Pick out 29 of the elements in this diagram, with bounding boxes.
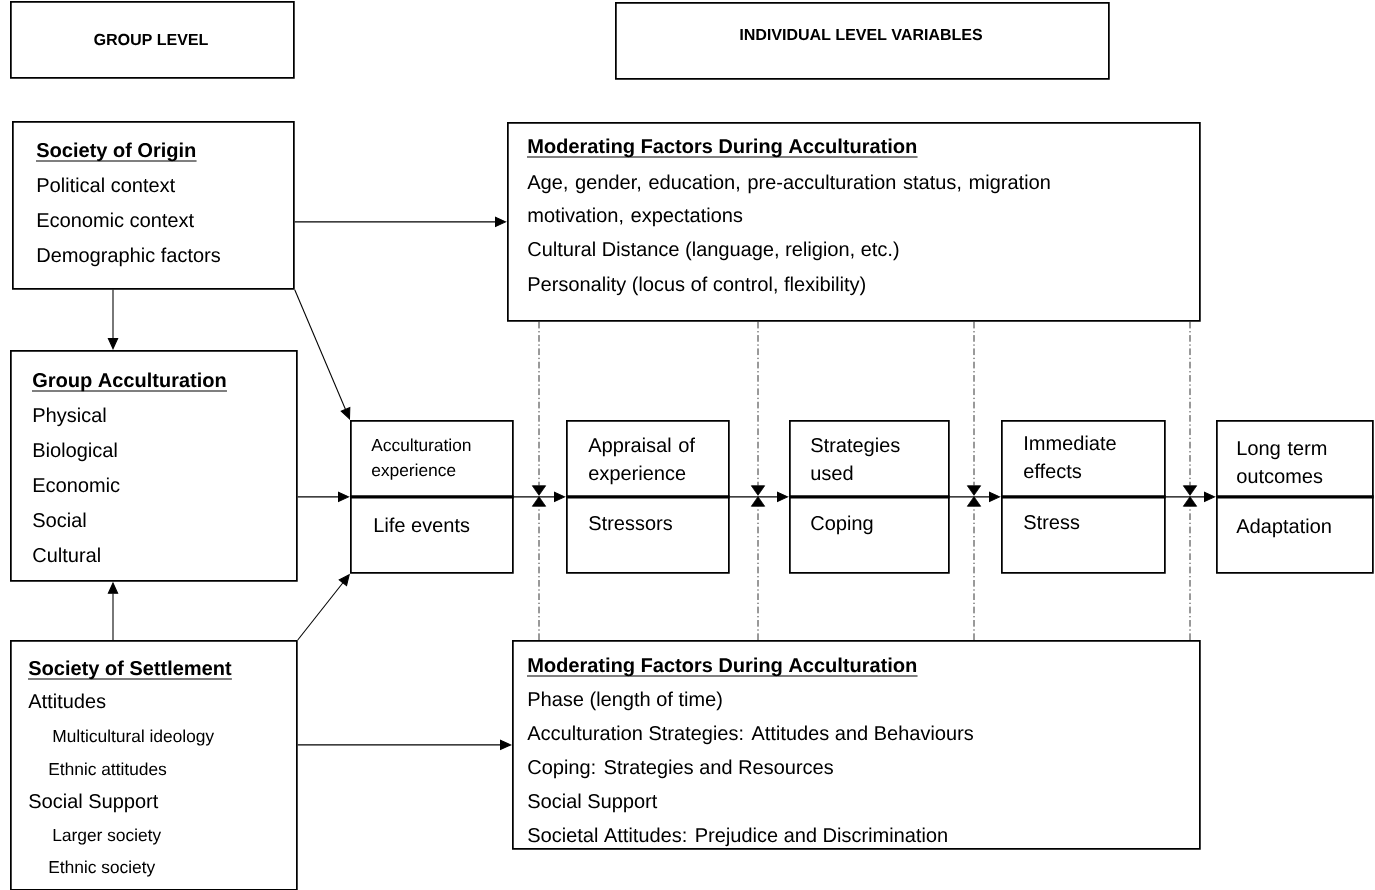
arrow	[1165, 491, 1216, 503]
arrow	[297, 739, 512, 751]
moderation-line	[750, 321, 766, 496]
moderation-line	[531, 496, 547, 641]
arrow	[297, 491, 350, 503]
moderation-line	[966, 321, 982, 496]
header-box: INDIVIDUAL LEVEL VARIABLES	[615, 2, 1110, 80]
factor-box: Moderating Factors During Acculturation Age, gender, education, pre-acculturation status, migration motivation, expectations Cultural Distance (language, religion, etc.) Personality (locus of control, flexibility)	[507, 122, 1201, 322]
header-box: GROUP LEVEL	[10, 1, 295, 79]
arrow	[949, 491, 1001, 503]
arrow	[729, 491, 789, 503]
arrow	[294, 289, 351, 420]
moderation-line	[750, 496, 766, 641]
factor-box: Society of Origin Political context Economic context Demographic factors	[12, 121, 295, 290]
arrow	[294, 216, 507, 228]
moderation-line	[966, 496, 982, 641]
factor-box: Group Acculturation Physical Biological Economic Social Cultural	[10, 350, 298, 582]
stage-box: Long term outcomes Adaptation	[1216, 420, 1374, 574]
moderation-line	[531, 321, 547, 496]
stage-box: Acculturation experience Life events	[350, 420, 514, 574]
arrow	[107, 289, 119, 350]
factor-box: Society of Settlement Attitudes Multicultural ideology Ethnic attitudes Social Support Larger society Ethnic society	[10, 640, 298, 890]
stage-box: Appraisal of experience Stressors	[566, 420, 730, 574]
stage-box: Immediate effects Stress	[1001, 420, 1166, 574]
arrow	[513, 491, 566, 503]
moderation-line	[1182, 321, 1198, 496]
moderation-line	[1182, 496, 1198, 641]
factor-box: Moderating Factors During Acculturation Phase (length of time) Acculturation Strategies: Attitudes and Behaviours Coping: Strategies and Resources Social Support Societal Attitudes: Prejudice and Discrimination	[512, 640, 1201, 850]
stage-box: Strategies used Coping	[789, 420, 950, 574]
